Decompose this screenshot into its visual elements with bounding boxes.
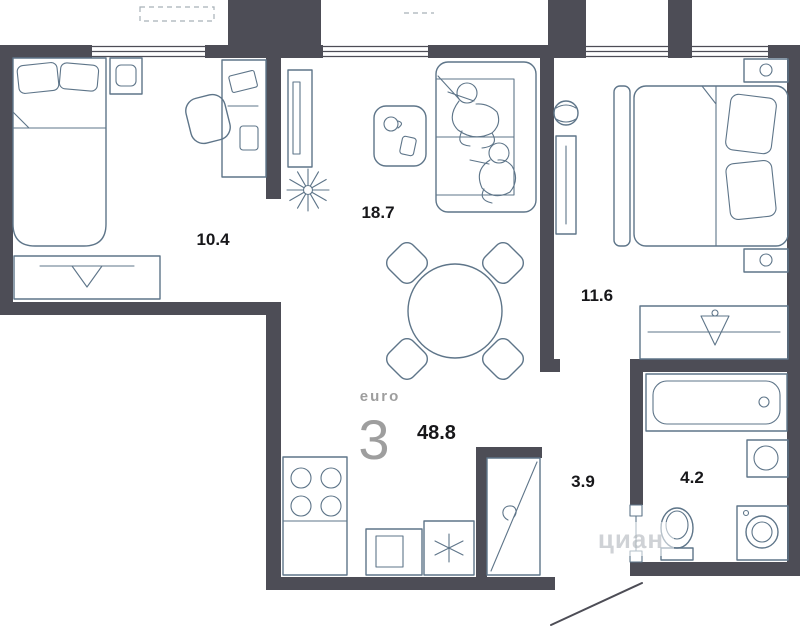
facade-dashed-lines [139, 6, 434, 22]
kitchen-sink-cabinet [365, 528, 423, 576]
bed-double-left [12, 57, 107, 247]
coffee-table [373, 105, 427, 167]
tv-console-living [287, 69, 313, 168]
desk-chair [185, 93, 231, 145]
layout-type-label: euro [360, 388, 401, 405]
hallway-closet [486, 457, 541, 576]
wardrobe-bedroom-2 [639, 305, 789, 360]
nightstand-left [109, 57, 143, 95]
entry-door-swing [550, 582, 643, 626]
washing-machine [736, 505, 789, 561]
stove-counter [282, 456, 348, 576]
dining-table [407, 263, 503, 359]
dresser-bedroom-2 [555, 135, 577, 235]
sofa [435, 61, 537, 213]
ball-decor [553, 100, 579, 126]
dining-chairs [385, 241, 525, 381]
desk [221, 59, 267, 178]
nightstand-right-bottom [743, 248, 789, 273]
bathtub [645, 373, 788, 432]
walls [0, 0, 800, 590]
room-area-hallway: 3.9 [571, 472, 595, 491]
hanger-hook-icon [502, 505, 517, 521]
plant-icon [286, 168, 330, 212]
bathroom-sink [746, 439, 789, 478]
layout-rooms-number: 3 [358, 408, 389, 471]
nightstand-right-top [743, 58, 789, 83]
total-area-label: 48.8 [417, 422, 456, 444]
room-area-bathroom: 4.2 [680, 468, 704, 487]
fridge [423, 520, 475, 576]
room-area-living-kitchen: 18.7 [361, 203, 394, 222]
watermark-text: циан [598, 524, 664, 554]
person-sitting-1 [437, 75, 500, 149]
person-sitting-2 [469, 142, 517, 204]
snowflake-icon [434, 533, 464, 563]
tv-stand-bedroom-1 [13, 255, 161, 300]
watermark: циан [588, 522, 674, 556]
room-area-bedroom-1: 10.4 [196, 230, 230, 249]
room-area-bedroom-2: 11.6 [581, 286, 613, 305]
bed-double-right [613, 85, 789, 247]
windows [92, 45, 768, 58]
